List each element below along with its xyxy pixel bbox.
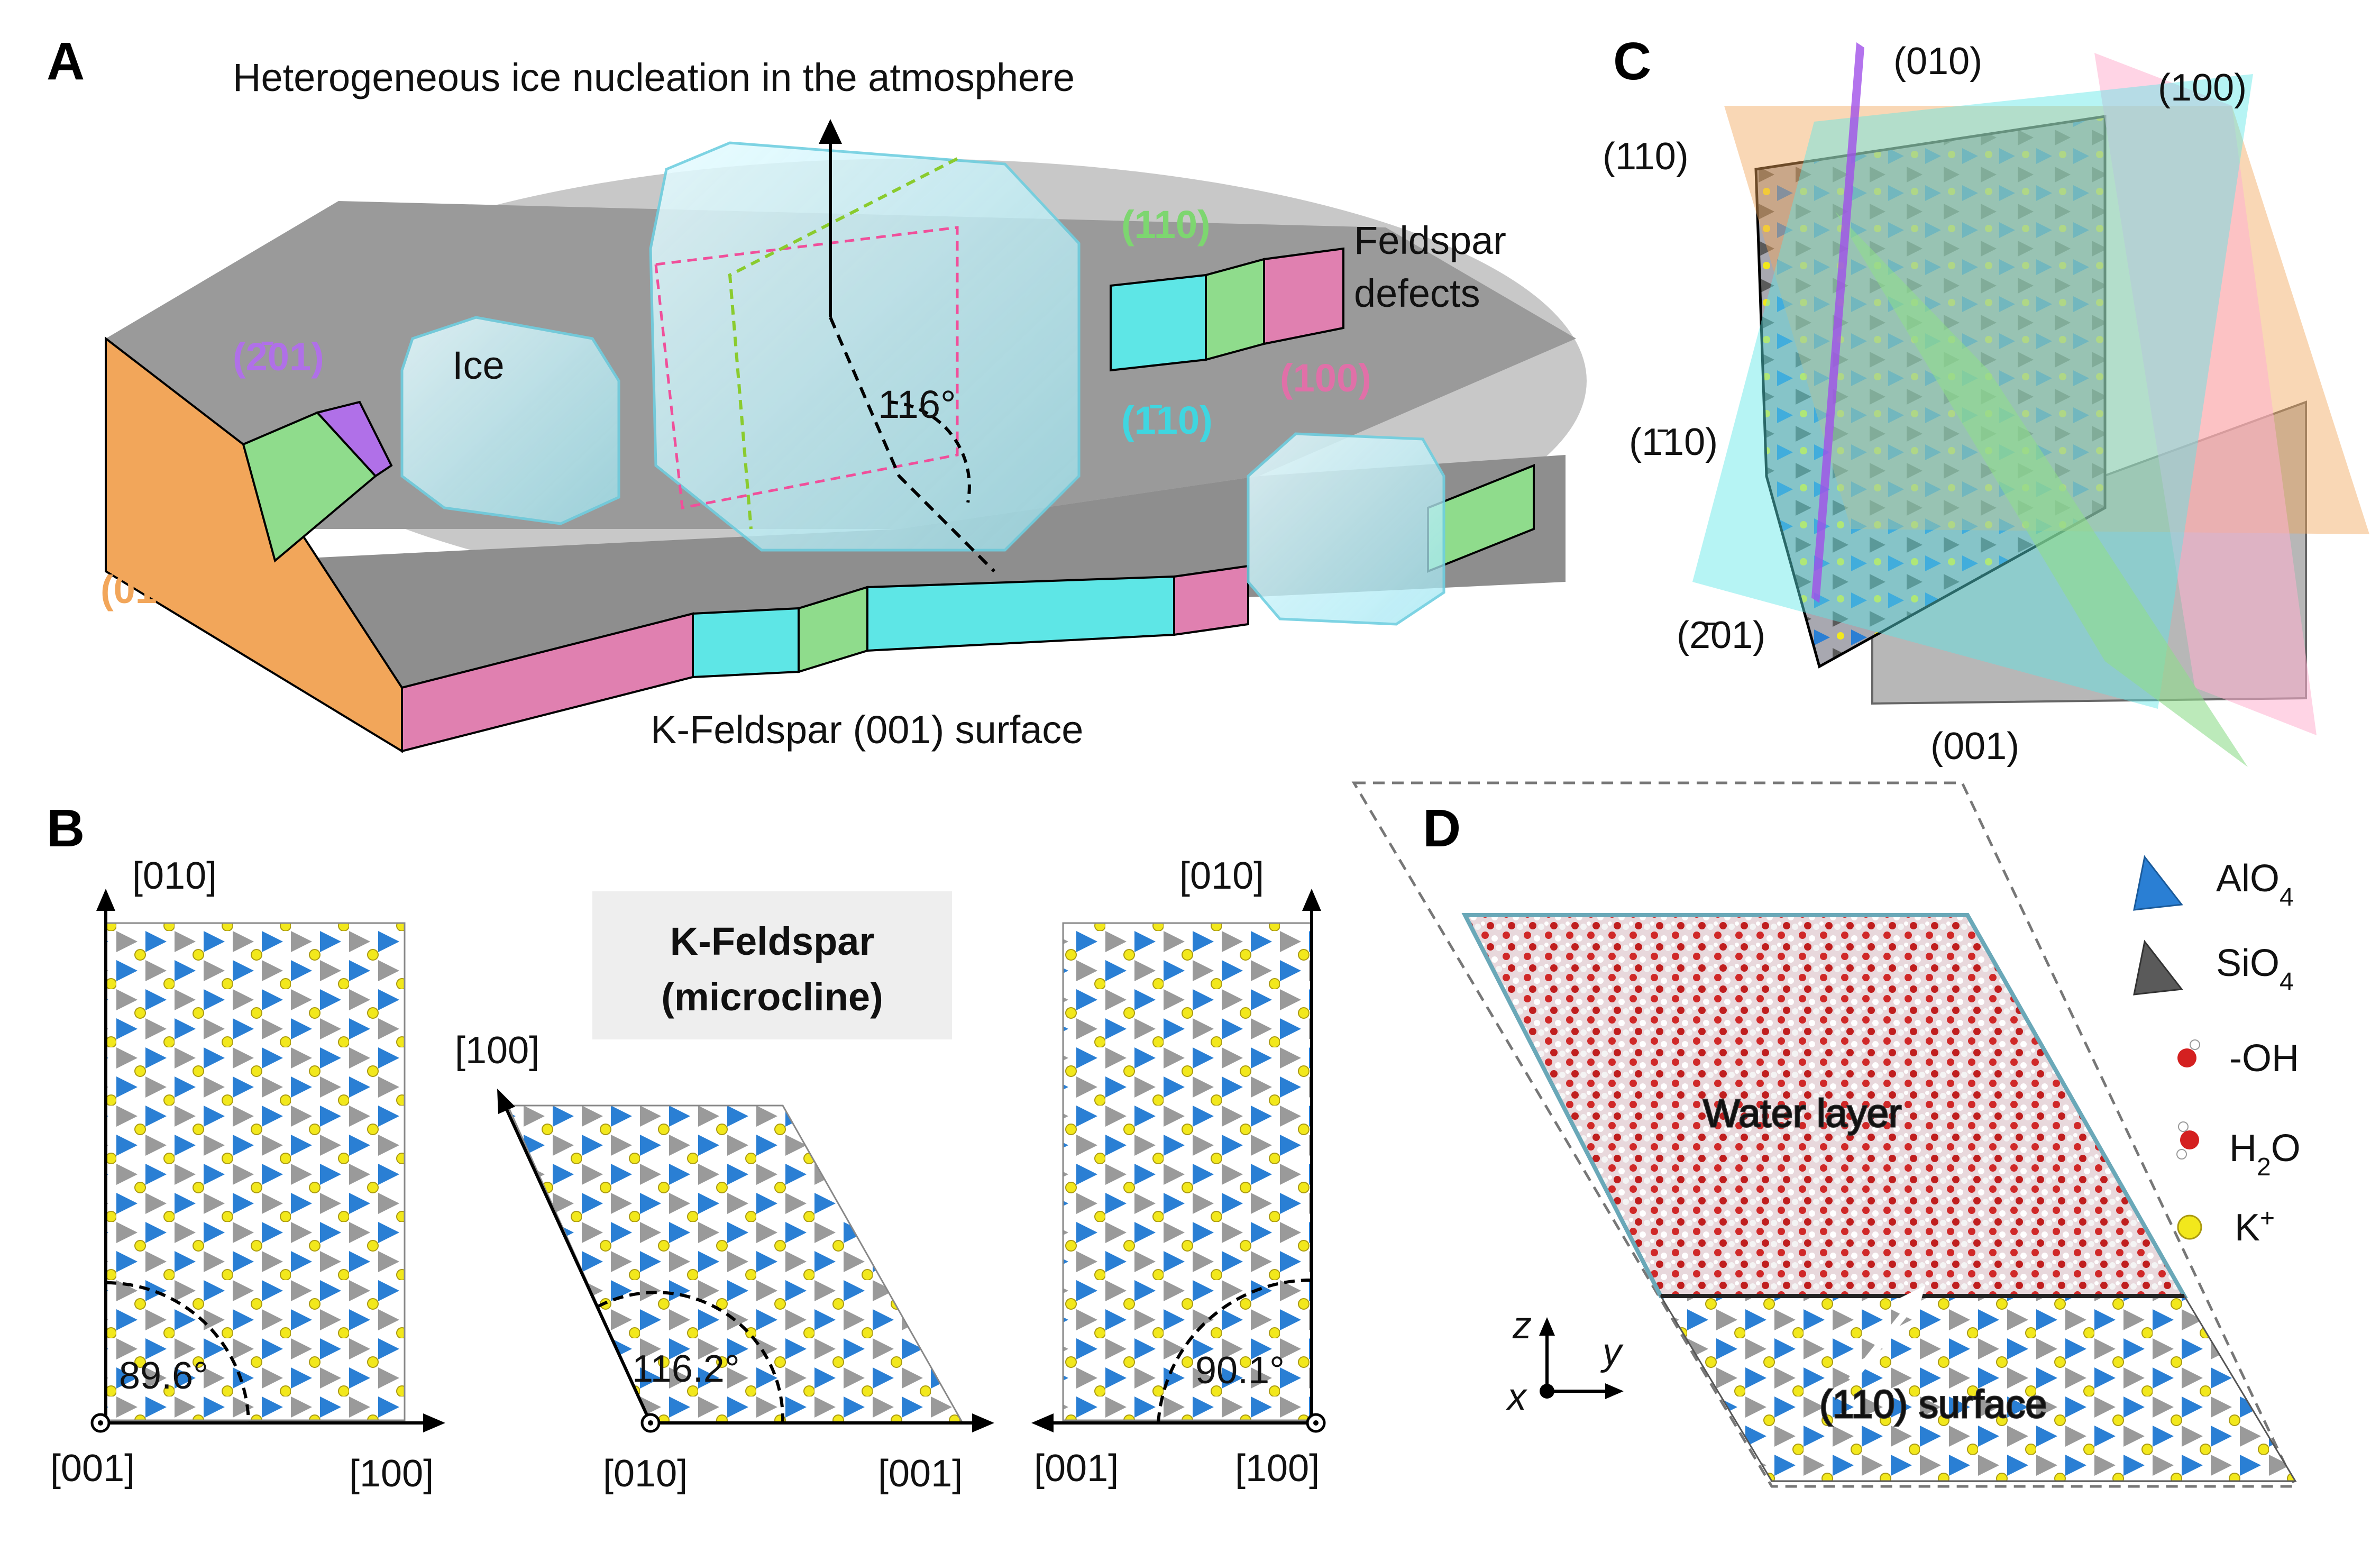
plane-110-label: (110) <box>1603 135 1689 178</box>
defects-label-2: defects <box>1354 271 1480 315</box>
water-layer-label: Water layer <box>1703 1091 1902 1135</box>
axis-x-dot <box>1540 1384 1554 1399</box>
panel-c: C (010) (100) (110) (1̄10) (2̄01) (001) <box>1603 32 2369 768</box>
panel-c-letter: C <box>1613 32 1651 91</box>
surface-arrow-line <box>1848 1299 1918 1383</box>
ice-crystal-large <box>649 141 1081 552</box>
back-pink-face <box>1263 247 1344 345</box>
nucleation-arrow-head <box>819 119 842 144</box>
plane-001-label: (001) <box>1930 725 2019 768</box>
axis-y-label: y <box>1600 1331 1624 1373</box>
left-right-arrowhead <box>423 1413 445 1432</box>
water-h2 <box>2176 1149 2187 1160</box>
facet-110-label: (110) <box>1121 203 1211 247</box>
potassium-ion-icon <box>2177 1215 2202 1240</box>
facet-010-label: (010) <box>100 568 192 611</box>
facet-m110-label: (1̄10) <box>1121 398 1213 442</box>
back-cyan-face <box>1110 273 1207 372</box>
axis-z-head <box>1539 1317 1555 1336</box>
plane-100-label: (100) <box>2158 67 2247 109</box>
axis-z-label: z <box>1512 1304 1532 1347</box>
simulation-cell-outline <box>1351 781 2297 1488</box>
right-out-label: [100] <box>1235 1447 1320 1490</box>
plane-m110-label: (1̄10) <box>1629 421 1718 463</box>
front-pink-face-2 <box>1173 564 1249 636</box>
left-out-label: [001] <box>50 1447 135 1490</box>
panel-a-title: Heterogeneous ice nucleation in the atmo… <box>233 56 1075 99</box>
middle-up-arrowhead <box>497 1089 515 1114</box>
middle-up-axis <box>501 1099 652 1424</box>
panel-d-letter: D <box>1423 799 1461 858</box>
mineral-title-2: (microcline) <box>661 975 883 1019</box>
legend-alo4: AlO4 <box>2216 857 2294 911</box>
mineral-title-box <box>592 891 952 1039</box>
water-molecule-icon <box>2180 1130 2199 1149</box>
surface-arrow-head <box>1899 1285 1925 1314</box>
water-h1 <box>2178 1121 2189 1132</box>
middle-angle-arc <box>597 1291 785 1423</box>
panel-b: B [010] [001] [100] 89.6° K-Feldspar (mi… <box>47 799 1326 1495</box>
grey-tetrahedron-icon <box>2133 939 2183 996</box>
left-right-label: [100] <box>349 1453 434 1495</box>
plane-010-label: (010) <box>1893 40 1982 83</box>
panel-d: D Water layer (110) surface z y x AlO4 S… <box>1351 781 2301 1488</box>
middle-right-label: [001] <box>878 1453 963 1495</box>
legend-h2o: H2O <box>2229 1127 2301 1181</box>
front-cyan-face <box>692 607 800 679</box>
right-left-label: [001] <box>1034 1447 1119 1490</box>
right-up-label: [010] <box>1179 855 1264 897</box>
plane-100 <box>2094 53 2317 735</box>
back-green-face <box>1205 258 1265 361</box>
facet-m201 <box>315 400 393 478</box>
surface-label: K-Feldspar (001) surface <box>651 708 1083 752</box>
hydroxyl-icon <box>2177 1048 2196 1067</box>
right-angle-label: 90.1° <box>1195 1349 1285 1392</box>
legend-oh: -OH <box>2229 1037 2299 1080</box>
plane-110 <box>1835 212 2248 767</box>
left-angle-label: 89.6° <box>119 1355 208 1397</box>
axis-x-label: x <box>1506 1376 1528 1418</box>
front-cyan-face-2 <box>866 575 1175 652</box>
angle-arc <box>888 400 971 503</box>
plane-m201 <box>1811 42 1864 603</box>
ice-crystal-right <box>1247 432 1445 626</box>
facet-m201-label: (2̄01) <box>233 335 324 379</box>
right-left-arrowhead <box>1031 1413 1054 1432</box>
panel-a-letter: A <box>47 32 85 91</box>
middle-up-label: [100] <box>455 1029 539 1072</box>
left-up-arrowhead <box>96 889 115 911</box>
middle-out-label: [010] <box>603 1453 688 1495</box>
right-up-arrowhead <box>1302 889 1321 911</box>
left-up-label: [010] <box>132 855 217 897</box>
ice-crystal-small <box>400 316 620 525</box>
facet-100-label: (100) <box>1280 356 1371 400</box>
plane-m201-label: (2̄01) <box>1677 614 1765 656</box>
ice-label: Ice <box>452 343 505 387</box>
cell-left <box>105 922 406 1421</box>
angle-dashed-line <box>829 316 996 573</box>
lower-terrace <box>254 455 1566 688</box>
blue-tetrahedron-icon <box>2133 855 2183 911</box>
middle-angle-label: 116.2° <box>632 1348 740 1390</box>
legend-k: K+ <box>2235 1204 2275 1249</box>
panel-b-letter: B <box>47 799 85 858</box>
surface-110-label: (110) surface <box>1819 1382 2047 1426</box>
ice-green-outline <box>728 157 958 529</box>
panel-a: A Heteroge <box>47 32 1587 753</box>
legend-sio4: SiO4 <box>2216 942 2294 996</box>
legend: AlO4 SiO4 -OH H2O K+ <box>2133 855 2301 1249</box>
left-angle-arc <box>105 1281 250 1423</box>
defects-label-1: Feldspar <box>1354 218 1506 262</box>
angle-label: 116° <box>878 382 956 426</box>
middle-right-arrowhead <box>972 1413 994 1432</box>
mineral-title-1: K-Feldspar <box>670 919 875 963</box>
hydroxyl-h-icon <box>2190 1039 2200 1050</box>
axis-y-head <box>1605 1383 1624 1399</box>
cell-right <box>1062 922 1313 1421</box>
ice-pink-outline <box>654 226 959 509</box>
